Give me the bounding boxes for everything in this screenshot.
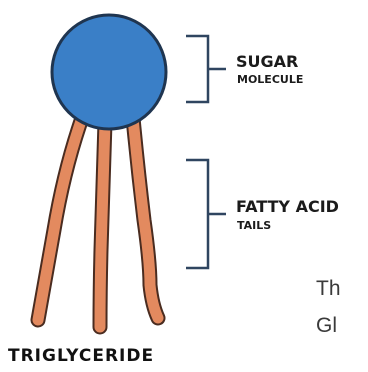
fatty-acid-label: FATTY ACID xyxy=(236,197,339,216)
partial-side-text-1: Th xyxy=(316,277,341,301)
sugar-molecule-head xyxy=(52,15,166,129)
fatty-acid-sublabel: TAILS xyxy=(237,219,271,232)
partial-side-text-2: Gl xyxy=(316,314,337,338)
fatty-acid-tail-middle-fill xyxy=(100,122,105,327)
sugar-bracket xyxy=(186,36,226,102)
fatty-acid-tail-left-fill xyxy=(38,118,82,320)
diagram-caption: TRIGLYCERIDE xyxy=(8,346,154,366)
fatty-acid-bracket xyxy=(186,160,226,268)
sugar-sublabel: MOLECULE xyxy=(237,73,303,86)
sugar-label: SUGAR xyxy=(236,52,298,71)
